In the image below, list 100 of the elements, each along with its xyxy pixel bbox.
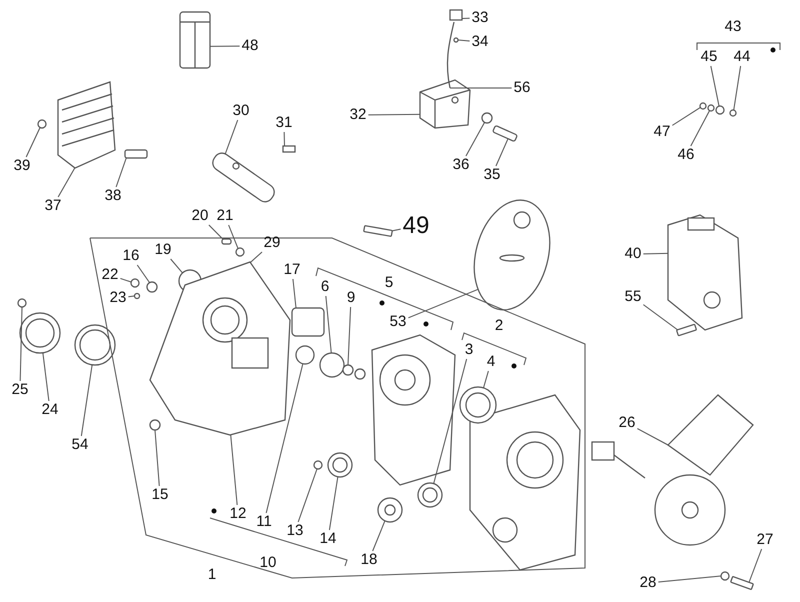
washer-drawing	[707, 104, 715, 112]
callout-number: 25	[12, 382, 28, 398]
callout-number: 21	[216, 208, 234, 224]
callout-number: 44	[734, 49, 750, 65]
callout-number: 34	[472, 34, 488, 50]
callout-number: 12	[230, 506, 246, 522]
callout-number: 38	[104, 188, 122, 204]
callout-number: 2	[494, 318, 504, 334]
callout-number: 47	[654, 124, 670, 140]
leader-line	[42, 352, 50, 402]
bolt-drawing	[221, 238, 232, 245]
leader-line	[636, 428, 668, 446]
o-ring-drawing	[453, 37, 459, 43]
leader-line	[154, 430, 160, 486]
filter-drawing	[291, 307, 325, 337]
leader-line	[348, 306, 352, 366]
callout-number: 11	[256, 514, 272, 530]
leader-line	[408, 288, 479, 318]
circlip-drawing	[319, 352, 345, 378]
callout-number: 9	[346, 290, 356, 306]
callout-number: 4	[486, 354, 496, 370]
control-unit-drawing	[667, 214, 743, 331]
gasket-drawing	[74, 324, 116, 366]
leader-line	[642, 304, 678, 330]
leader-line	[325, 296, 332, 354]
washer-drawing	[235, 247, 245, 257]
leader-line	[208, 224, 224, 240]
callout-number: 19	[154, 242, 172, 258]
callout-number: 43	[724, 19, 742, 35]
leader-line	[170, 258, 183, 274]
callout-number: 36	[452, 157, 470, 173]
callout-number: 39	[14, 158, 30, 174]
pin-drawing	[282, 145, 296, 153]
leader-line	[136, 264, 150, 284]
callout-number: 48	[242, 38, 258, 54]
leader-line	[284, 132, 285, 146]
leader-line	[368, 114, 420, 116]
callout-number: 24	[42, 402, 58, 418]
leader-line	[642, 252, 668, 254]
callout-number: 20	[192, 208, 208, 224]
callout-number: 17	[284, 262, 300, 278]
leader-line	[465, 122, 486, 156]
washer-drawing	[342, 364, 354, 376]
callout-number: 3	[464, 342, 474, 358]
gear-drawing	[377, 497, 403, 523]
callout-number: 56	[514, 80, 530, 96]
callout-number: 6	[320, 279, 330, 295]
washer-drawing	[146, 281, 158, 293]
regulator-drawing	[57, 81, 116, 169]
callout-number: 1	[208, 567, 216, 583]
screw-drawing	[17, 298, 27, 308]
callout-number: 31	[276, 115, 292, 131]
callout-number: 46	[678, 147, 694, 163]
cap-drawing	[179, 11, 211, 69]
leader-line	[26, 127, 41, 158]
bearing-drawing	[417, 482, 443, 508]
callout-number: 27	[756, 532, 774, 548]
leader-line	[20, 306, 22, 382]
nut-drawing	[37, 119, 47, 129]
callout-number: 15	[152, 487, 168, 503]
pin-drawing	[149, 419, 161, 431]
nut-drawing	[715, 105, 725, 115]
leader-line	[230, 434, 238, 506]
screw-drawing	[730, 576, 754, 590]
callout-number: 29	[264, 235, 280, 251]
callout-number: 45	[700, 49, 718, 65]
seal-ring-drawing	[19, 312, 61, 354]
oil-seal-drawing	[459, 386, 497, 424]
pin-drawing	[134, 292, 140, 300]
leader-line	[672, 106, 701, 126]
leader-line	[328, 476, 338, 530]
callout-number: 53	[390, 314, 406, 330]
callout-number: 32	[350, 107, 366, 123]
leader-line	[483, 370, 489, 388]
seal-drawing	[295, 345, 315, 365]
leader-line	[228, 224, 239, 249]
leader-line	[658, 576, 722, 582]
washer-drawing	[481, 112, 493, 124]
callout-number: 54	[72, 437, 88, 453]
control-box-drawing	[419, 79, 471, 129]
washer-drawing	[720, 571, 730, 581]
leader-line	[210, 46, 240, 47]
valve-drawing	[363, 225, 393, 237]
leader-line	[120, 278, 132, 283]
nut-drawing	[130, 278, 140, 288]
callout-number: 28	[640, 575, 656, 591]
fitting-drawing	[449, 9, 463, 21]
leader-line	[292, 278, 296, 308]
callout-number: 5	[384, 275, 394, 291]
leader-line	[433, 358, 468, 484]
motor-drawing	[654, 394, 754, 546]
leader-line	[372, 520, 386, 552]
callout-number: 55	[624, 289, 642, 305]
callout-number: 33	[472, 10, 488, 26]
callout-number: 14	[320, 531, 336, 547]
callout-number: 35	[484, 167, 500, 183]
leader-line	[58, 167, 76, 198]
ball-drawing	[313, 460, 323, 470]
leader-line	[80, 364, 93, 436]
callout-number: 13	[286, 523, 304, 539]
